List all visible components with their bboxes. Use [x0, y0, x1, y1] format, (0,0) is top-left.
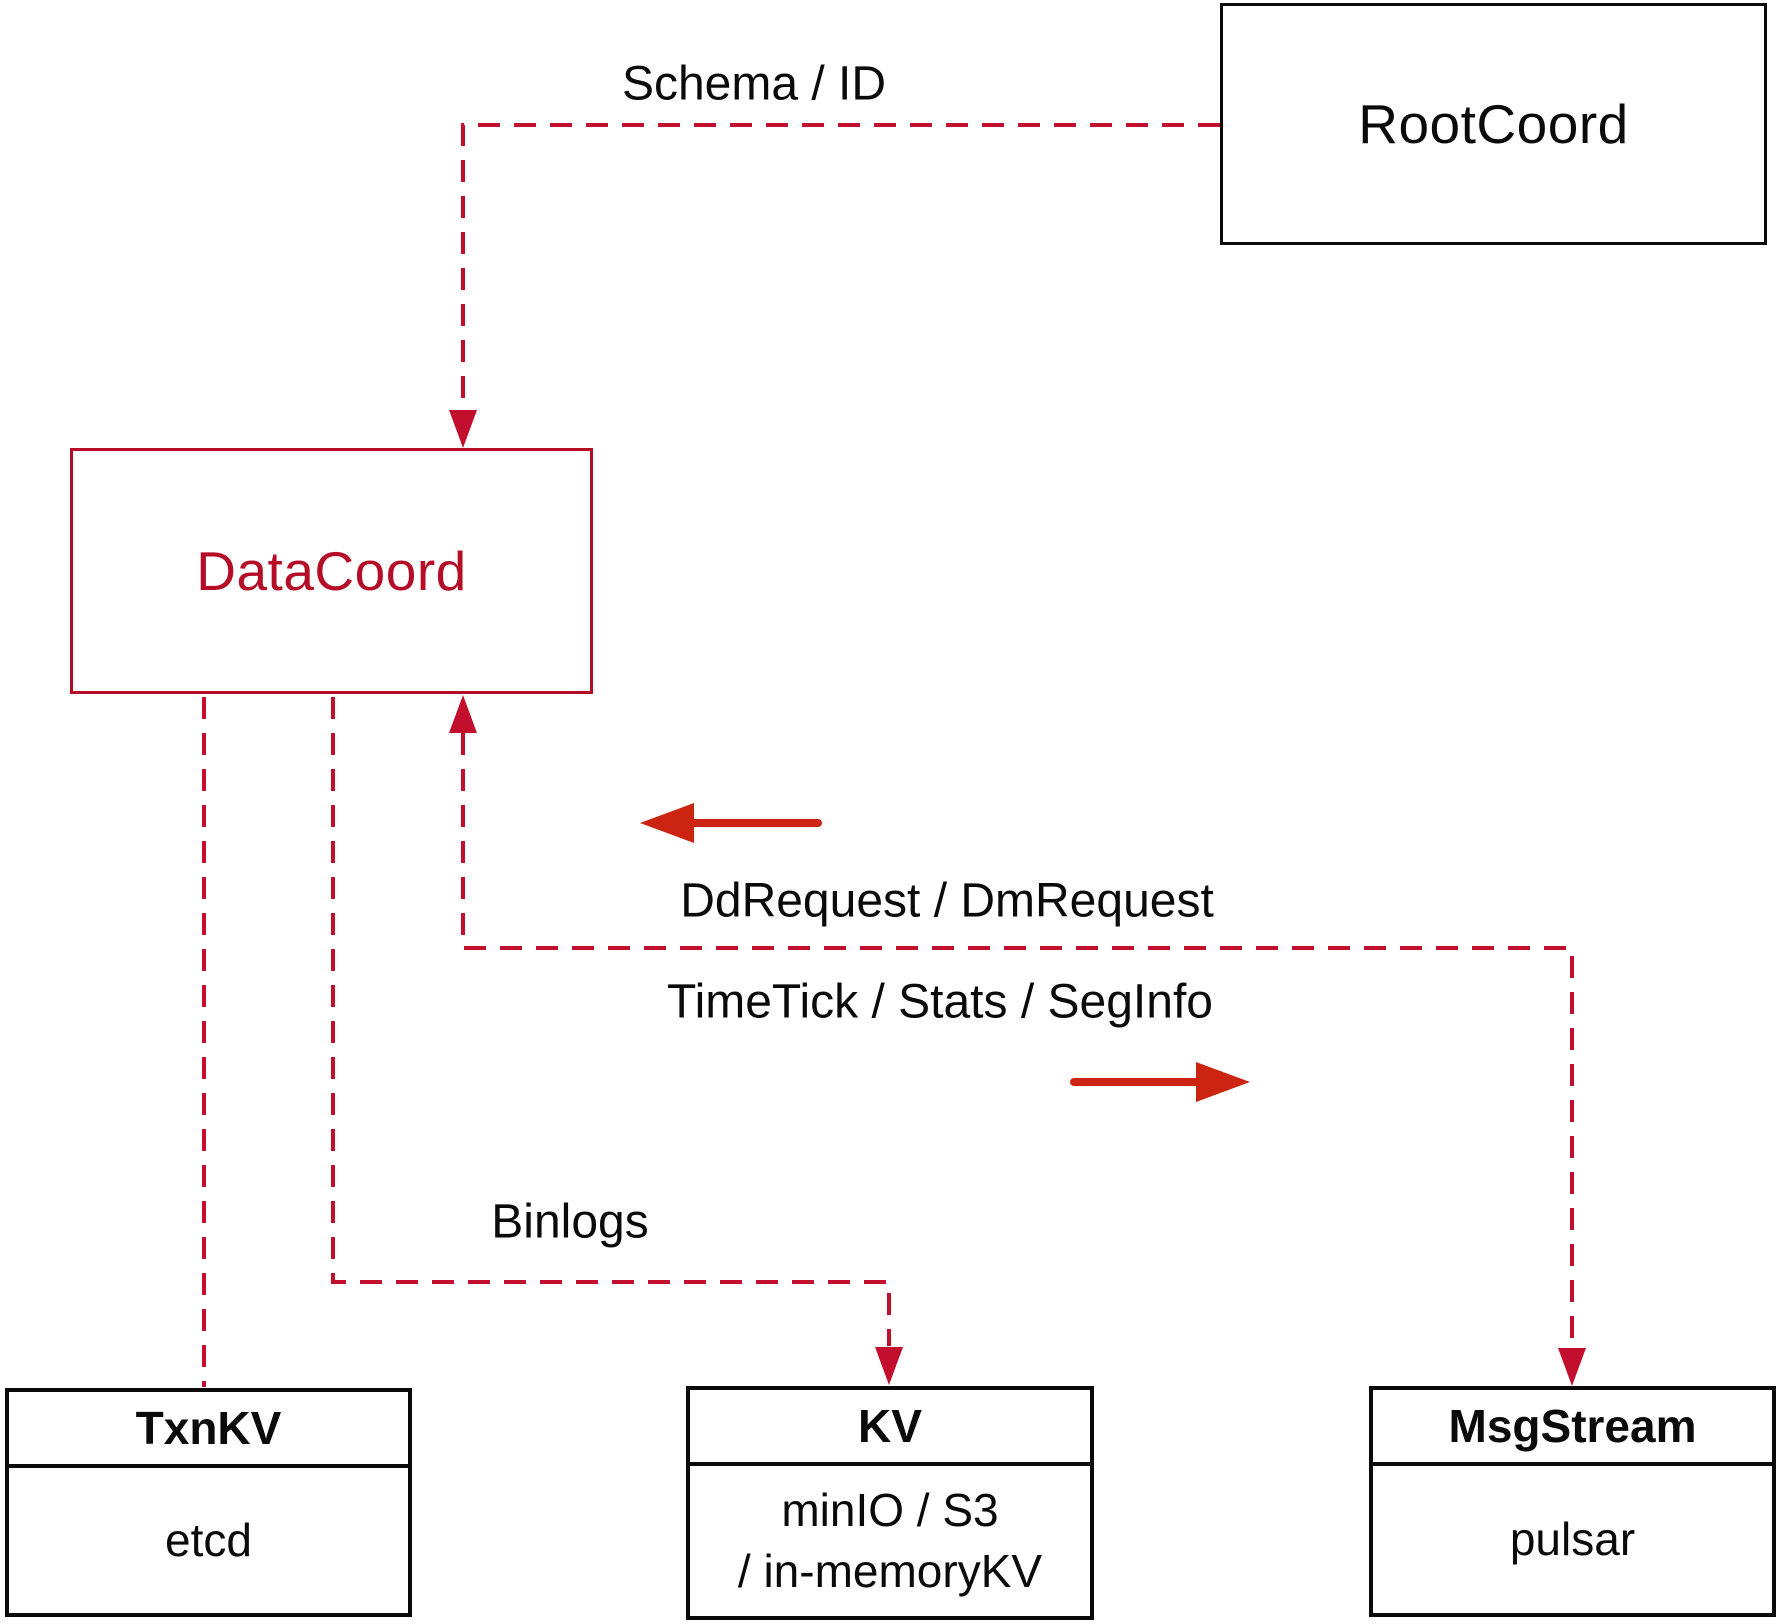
rootcoord-node: RootCoord	[1220, 3, 1767, 245]
txnkv-body: etcd	[165, 1514, 252, 1566]
txnkv-node: TxnKV etcd	[5, 1388, 412, 1617]
kv-body-line1: minIO / S3	[781, 1484, 999, 1536]
kv-title: KV	[690, 1390, 1090, 1466]
edge-label-binlogs: Binlogs	[491, 1195, 649, 1249]
flow-arrow-left-icon	[640, 803, 822, 843]
edge-label-ddrequest-dmrequest: DdRequest / DmRequest	[680, 874, 1214, 928]
datacoord-label: DataCoord	[196, 540, 467, 602]
edge-ddrequest-timetick	[461, 733, 1574, 1348]
msgstream-title: MsgStream	[1373, 1390, 1772, 1466]
edge-label-timetick-stats-seginfo: TimeTick / Stats / SegInfo	[667, 975, 1213, 1029]
arrowhead-into-msgstream-icon	[1558, 1348, 1586, 1386]
arrowhead-into-datacoord-bottom-icon	[449, 695, 477, 733]
arrowhead-into-datacoord-top-icon	[449, 410, 477, 448]
msgstream-node: MsgStream pulsar	[1369, 1386, 1776, 1617]
edge-binlogs	[331, 697, 891, 1346]
edge-schema-id	[461, 123, 1220, 410]
txnkv-title: TxnKV	[9, 1392, 408, 1468]
datacoord-node: DataCoord	[70, 448, 593, 694]
kv-body-line2: / in-memoryKV	[737, 1545, 1043, 1597]
rootcoord-label: RootCoord	[1358, 93, 1629, 155]
msgstream-body: pulsar	[1509, 1513, 1636, 1565]
kv-node: KV minIO / S3 / in-memoryKV	[686, 1386, 1094, 1620]
arrowhead-into-kv-icon	[875, 1347, 903, 1385]
edge-label-schema-id: Schema / ID	[621, 57, 887, 111]
flow-arrow-right-icon	[1070, 1062, 1250, 1102]
